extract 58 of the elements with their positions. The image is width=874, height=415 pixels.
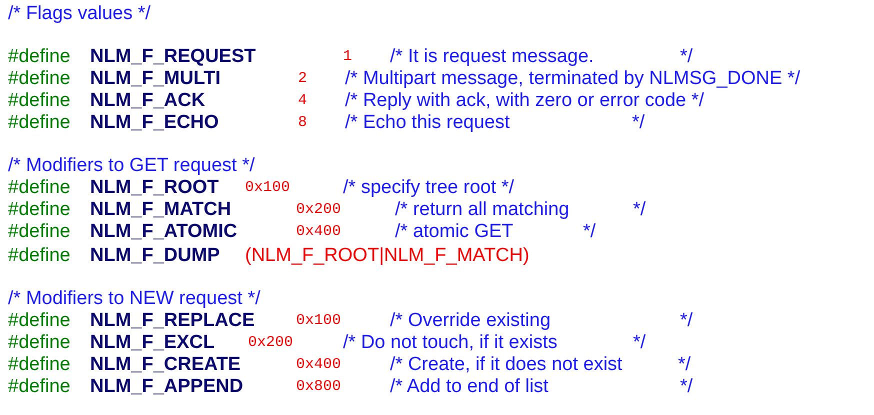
- macro-value: 4: [298, 91, 308, 111]
- code-comment: /* Reply with ack, with zero or error code */: [345, 90, 704, 112]
- code-comment: /* Modifiers to GET request */: [8, 155, 255, 177]
- macro-value: 0x400: [296, 355, 342, 375]
- code-comment: */: [583, 221, 596, 243]
- macro-value: 2: [298, 69, 308, 89]
- macro-name: NLM_F_EXCL: [90, 332, 215, 354]
- preprocessor-directive: #define: [8, 310, 70, 332]
- macro-name: NLM_F_ATOMIC: [90, 221, 238, 243]
- macro-value: 0x100: [245, 178, 290, 198]
- code-comment: */: [633, 332, 646, 354]
- macro-value: 0x400: [296, 222, 342, 242]
- preprocessor-directive: #define: [8, 68, 70, 90]
- macro-name: NLM_F_ECHO: [90, 112, 219, 134]
- macro-name: NLM_F_MATCH: [90, 199, 232, 221]
- macro-value: 0x200: [296, 200, 342, 220]
- code-comment: /* return all matching: [395, 199, 570, 221]
- code-comment: */: [633, 199, 646, 221]
- preprocessor-directive: #define: [8, 332, 70, 354]
- preprocessor-directive: #define: [8, 90, 70, 112]
- code-comment: /* It is request message.: [390, 46, 594, 68]
- code-comment: /* Create, if it does not exist: [390, 354, 622, 376]
- code-comment: */: [632, 112, 645, 134]
- code-comment: /* Flags values */: [8, 3, 151, 25]
- preprocessor-directive: #define: [8, 112, 70, 134]
- macro-value: 1: [343, 47, 352, 67]
- preprocessor-directive: #define: [8, 354, 70, 376]
- preprocessor-directive: #define: [8, 177, 70, 199]
- preprocessor-directive: #define: [8, 199, 70, 221]
- preprocessor-directive: #define: [8, 245, 70, 267]
- code-comment: */: [680, 376, 693, 398]
- macro-name: NLM_F_CREATE: [90, 354, 241, 376]
- preprocessor-directive: #define: [8, 221, 70, 243]
- macro-value: 8: [298, 113, 308, 133]
- macro-name: NLM_F_REQUEST: [90, 46, 256, 68]
- code-comment: /* Modifiers to NEW request */: [8, 288, 260, 310]
- preprocessor-directive: #define: [8, 46, 70, 68]
- macro-value: (NLM_F_ROOT|NLM_F_MATCH): [245, 245, 530, 267]
- macro-name: NLM_F_APPEND: [90, 376, 244, 398]
- macro-value: 0x100: [296, 311, 342, 331]
- macro-name: NLM_F_ACK: [90, 90, 206, 112]
- macro-name: NLM_F_MULTI: [90, 68, 221, 90]
- macro-value: 0x200: [248, 333, 294, 353]
- code-comment: /* Add to end of list: [390, 376, 548, 398]
- code-comment: /* specify tree root */: [343, 177, 514, 199]
- macro-name: NLM_F_ROOT: [90, 177, 219, 199]
- code-comment: */: [680, 310, 693, 332]
- code-comment: /* Override existing: [390, 310, 551, 332]
- code-comment: */: [678, 354, 691, 376]
- code-comment: */: [680, 46, 693, 68]
- code-comment: /* atomic GET: [395, 221, 514, 243]
- macro-value: 0x800: [296, 377, 342, 397]
- macro-name: NLM_F_DUMP: [90, 245, 220, 267]
- code-comment: /* Multipart message, terminated by NLMSG_DONE */: [345, 68, 800, 90]
- code-comment: /* Echo this request: [345, 112, 510, 134]
- preprocessor-directive: #define: [8, 376, 70, 398]
- code-comment: /* Do not touch, if it exists: [343, 332, 558, 354]
- macro-name: NLM_F_REPLACE: [90, 310, 255, 332]
